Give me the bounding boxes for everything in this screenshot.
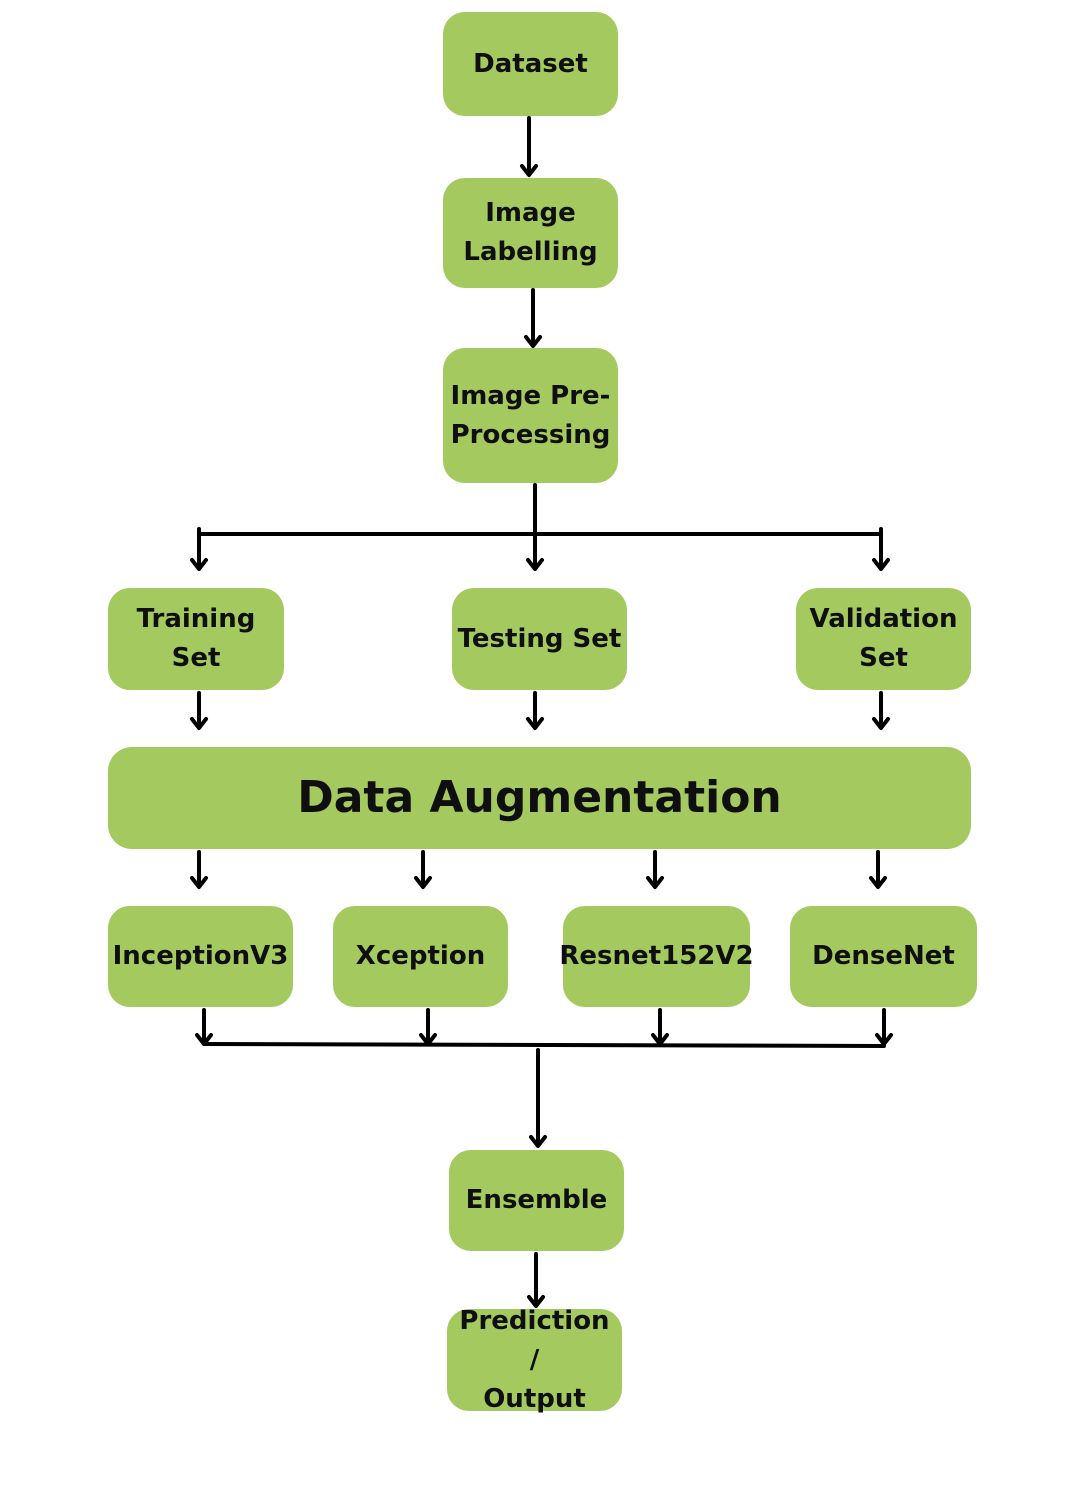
image-labelling-node: Image Labelling — [443, 178, 618, 288]
ensemble-node: Ensemble — [449, 1150, 624, 1251]
arrow-labelling-to-preprocessing — [524, 288, 542, 348]
training-set-node: Training Set — [108, 588, 284, 690]
image-preprocessing-node: Image Pre- Processing — [443, 348, 618, 483]
validation-set-node: Validation Set — [796, 588, 971, 690]
arrow-merge-to-ensemble — [529, 1048, 547, 1148]
split-connector — [190, 483, 890, 571]
resnet152v2-node: Resnet152V2 — [559, 906, 754, 1007]
dataset-node: Dataset — [443, 12, 618, 116]
arrow-ensemble-to-output — [527, 1252, 545, 1308]
prediction-output-node: Prediction / Output — [447, 1306, 622, 1414]
arrows-augmentation-to-models — [190, 850, 887, 889]
arrow-dataset-to-labelling — [520, 116, 538, 177]
densenet-node: DenseNet — [790, 906, 977, 1007]
data-augmentation-node: Data Augmentation — [108, 747, 971, 849]
xception-node: Xception — [333, 906, 508, 1007]
merge-connector — [195, 1008, 893, 1048]
arrows-sets-to-augmentation — [190, 691, 890, 730]
testing-set-node: Testing Set — [452, 588, 627, 690]
inceptionv3-node: InceptionV3 — [108, 906, 293, 1007]
